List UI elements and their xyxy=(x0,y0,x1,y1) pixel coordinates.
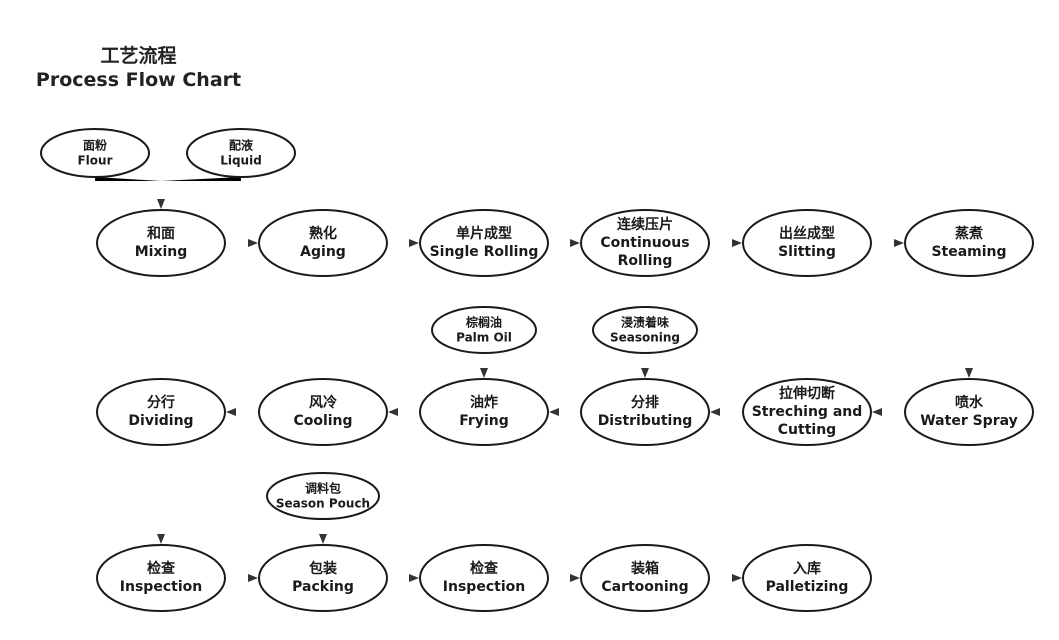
node-label-chinese: 装箱 xyxy=(630,560,659,577)
node-aging: 熟化 Aging xyxy=(258,209,388,277)
node-label-english: Packing xyxy=(292,579,354,595)
node-label-chinese: 浸渍着味 xyxy=(621,315,669,330)
arrow-flour-to-mixing xyxy=(95,177,161,181)
node-label-chinese: 分排 xyxy=(631,394,659,411)
node-ellipse xyxy=(258,378,388,446)
node-ellipse xyxy=(742,378,872,446)
node-ellipse xyxy=(186,128,296,178)
node-ellipse xyxy=(742,209,872,277)
node-label-chinese: 检查 xyxy=(147,560,176,577)
node-label-english: Cooling xyxy=(293,413,352,429)
node-label-english: Inspection xyxy=(443,579,525,595)
node-label-chinese: 出丝成型 xyxy=(779,225,835,242)
node-ellipse xyxy=(592,306,698,354)
node-label-chinese: 连续压片 xyxy=(617,216,673,233)
node-label-english: Distributing xyxy=(598,413,693,429)
node-label-english: Streching and xyxy=(752,404,863,420)
node-label-chinese: 单片成型 xyxy=(456,225,512,242)
node-ellipse xyxy=(904,378,1034,446)
node-distributing: 分排 Distributing xyxy=(580,378,710,446)
node-ellipse xyxy=(258,544,388,612)
node-mixing: 和面 Mixing xyxy=(96,209,226,277)
node-label-english: Palm Oil xyxy=(456,331,512,345)
node-ellipse xyxy=(904,209,1034,277)
node-ellipse xyxy=(419,209,549,277)
node-ellipse xyxy=(96,378,226,446)
node-label-chinese: 调料包 xyxy=(305,481,341,496)
node-label-english: Slitting xyxy=(778,244,836,260)
node-dividing: 分行 Dividing xyxy=(96,378,226,446)
node-cartooning: 装箱 Cartooning xyxy=(580,544,710,612)
node-label-english: Season Pouch xyxy=(276,497,370,511)
chart-title-chinese: 工艺流程 xyxy=(100,45,177,67)
node-ellipse xyxy=(258,209,388,277)
node-label-chinese: 检查 xyxy=(470,560,499,577)
node-label-english: Continuous xyxy=(600,235,689,251)
node-label-english: Dividing xyxy=(128,413,193,429)
node-label-english: Aging xyxy=(300,244,346,260)
node-ellipse xyxy=(266,472,380,520)
node-water-spray: 喷水 Water Spray xyxy=(904,378,1034,446)
node-label-english: Inspection xyxy=(120,579,202,595)
node-label-chinese: 喷水 xyxy=(955,394,984,411)
node-label-english: Palletizing xyxy=(766,579,849,595)
node-ellipse xyxy=(431,306,537,354)
node-label-english: Cutting xyxy=(778,422,836,438)
node-label-english: Frying xyxy=(459,413,509,429)
node-label-chinese: 入库 xyxy=(793,560,821,577)
node-label-chinese: 拉伸切断 xyxy=(779,385,835,402)
node-label-chinese: 风冷 xyxy=(309,394,337,411)
node-packing: 包装 Packing xyxy=(258,544,388,612)
node-label-english: Rolling xyxy=(618,253,673,269)
node-label-chinese: 蒸煮 xyxy=(955,225,983,242)
node-ellipse xyxy=(40,128,150,178)
node-ellipse xyxy=(96,209,226,277)
node-label-chinese: 油炸 xyxy=(470,394,498,411)
node-inspection-1: 检查 Inspection xyxy=(96,544,226,612)
node-frying: 油炸 Frying xyxy=(419,378,549,446)
node-label-chinese: 配液 xyxy=(229,138,253,153)
arrow-liquid-to-mixing xyxy=(161,177,241,181)
node-label-chinese: 熟化 xyxy=(309,225,337,242)
node-label-chinese: 和面 xyxy=(147,226,175,242)
node-steaming: 蒸煮 Steaming xyxy=(904,209,1034,277)
node-palletizing: 入库 Palletizing xyxy=(742,544,872,612)
node-label-chinese: 包装 xyxy=(309,560,338,577)
node-label-english: Seasoning xyxy=(610,331,680,345)
node-label-chinese: 棕榈油 xyxy=(465,315,502,330)
node-ellipse xyxy=(580,378,710,446)
node-label-chinese: 分行 xyxy=(147,394,175,411)
node-label-chinese: 面粉 xyxy=(83,138,107,153)
node-label-english: Steaming xyxy=(931,244,1006,260)
connectors-layer xyxy=(95,177,973,582)
node-label-english: Water Spray xyxy=(920,413,1018,429)
node-ellipse xyxy=(580,209,710,277)
node-inspection-2: 检查 Inspection xyxy=(419,544,549,612)
node-ellipse xyxy=(96,544,226,612)
chart-title-english: Process Flow Chart xyxy=(35,69,242,91)
node-ellipse xyxy=(419,544,549,612)
node-label-english: Liquid xyxy=(220,154,262,168)
node-label-english: Flour xyxy=(77,154,112,168)
node-ellipse xyxy=(419,378,549,446)
node-ellipse xyxy=(742,544,872,612)
node-cooling: 风冷 Cooling xyxy=(258,378,388,446)
node-label-english: Single Rolling xyxy=(430,244,539,260)
node-single-rolling: 单片成型 Single Rolling xyxy=(419,209,549,277)
node-slitting: 出丝成型 Slitting xyxy=(742,209,872,277)
node-label-english: Cartooning xyxy=(601,579,688,595)
node-ellipse xyxy=(580,544,710,612)
node-label-english: Mixing xyxy=(135,244,188,260)
